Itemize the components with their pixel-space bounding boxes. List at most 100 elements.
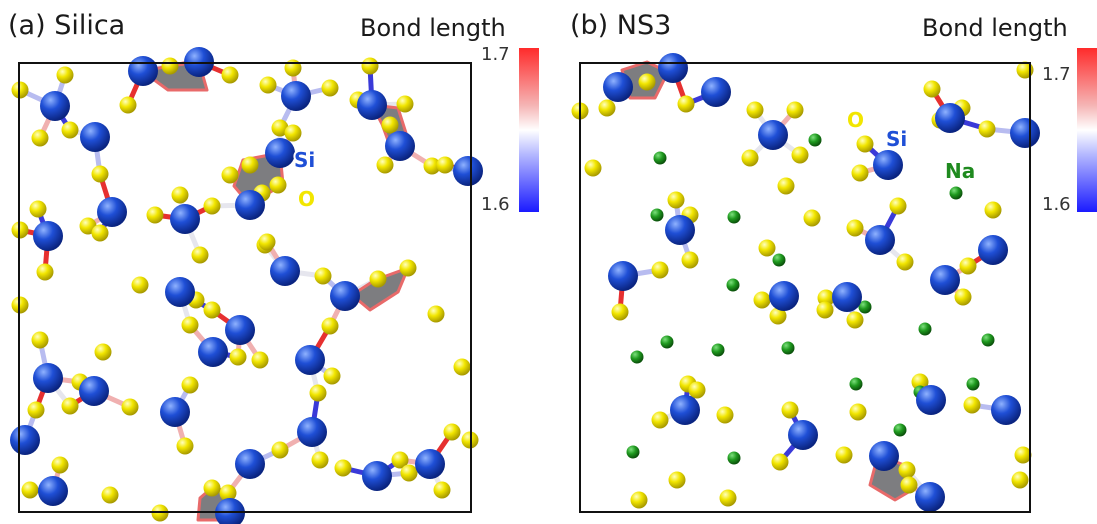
panel-b-sodium-atom <box>808 133 822 147</box>
panel-b-oxygen-atom <box>963 396 981 414</box>
panel-a-oxygen-atom <box>321 79 339 97</box>
panel-b-sodium-atom <box>858 300 872 314</box>
panel-a-oxygen-atom <box>321 317 339 335</box>
panel-a-oxygen-atom <box>161 57 179 75</box>
panel-a-oxygen-atom <box>191 246 209 264</box>
panel-a-oxygen-atom <box>436 156 454 174</box>
panel-a-oxygen-atom <box>381 116 399 134</box>
panel-a-oxygen-atom <box>146 206 164 224</box>
panel-a-oxygen-atom <box>181 316 199 334</box>
panel-a-oxygen-atom <box>36 263 54 281</box>
panel-b-oxygen-atom <box>984 201 1002 219</box>
panel-b-oxygen-atom <box>741 149 759 167</box>
panel-a-silicon-atom <box>38 476 68 506</box>
panel-a-oxygen-atom <box>176 437 194 455</box>
panel-b-sodium-atom <box>772 253 786 267</box>
panel-a-oxygen-atom <box>11 81 29 99</box>
panel-a-colorbar-title: Bond length <box>360 14 506 42</box>
panel-b-oxygen-atom <box>777 177 795 195</box>
panel-b-oxygen-atom <box>667 191 685 209</box>
panel-a-oxygen-atom <box>11 296 29 314</box>
panel-b-o-label: O <box>847 108 864 132</box>
panel-a-silicon-atom <box>265 138 295 168</box>
panel-b-oxygen-atom <box>896 253 914 271</box>
panel-b-oxygen-atom <box>638 73 656 91</box>
atom-labels-layer: Si O Si O Na <box>292 106 977 213</box>
panel-a-oxygen-atom <box>91 165 109 183</box>
panel-b-colorbar-min: 1.6 <box>1042 194 1071 215</box>
panel-a-oxygen-atom <box>284 124 302 142</box>
panel-b-sodium-atom <box>650 208 664 222</box>
panel-a-oxygen-atom <box>51 456 69 474</box>
panel-b-oxygen-atom <box>771 453 789 471</box>
panel-b-sodium-atom <box>727 210 741 224</box>
panel-b-oxygen-atom <box>900 476 918 494</box>
panel-a-oxygen-atom <box>369 270 387 288</box>
panel-a-oxygen-atom <box>61 121 79 139</box>
panel-a-oxygen-atom <box>21 481 39 499</box>
panel-a-oxygen-atom <box>396 95 414 113</box>
panel-a-silicon-atom <box>330 281 360 311</box>
panel-a-oxygen-atom <box>427 305 445 323</box>
panel-a-oxygen-atom <box>271 119 289 137</box>
panel-b-silicon-atom <box>978 235 1008 265</box>
panel-a-o-label: O <box>298 187 315 211</box>
panel-b-colorbar-max: 1.7 <box>1042 64 1071 85</box>
panel-b-silicon-atom <box>608 261 638 291</box>
panel-b-oxygen-atom <box>1014 446 1032 464</box>
panel-b-oxygen-atom <box>677 95 695 113</box>
panel-b-sodium-atom <box>849 377 863 391</box>
panel-b-oxygen-atom <box>598 99 616 117</box>
panel-b-oxygen-atom <box>584 159 602 177</box>
panel-b-sodium-atom <box>626 445 640 459</box>
panel-a-silicon-atom <box>80 122 110 152</box>
panel-a-silicon-atom <box>385 131 415 161</box>
panel-b-silicon-atom <box>832 282 862 312</box>
panel-b-oxygen-atom <box>898 461 916 479</box>
panel-a-oxygen-atom <box>203 197 221 215</box>
panel-a-silicon-atom <box>79 376 109 406</box>
panel-a-oxygen-atom <box>61 397 79 415</box>
panel-b-oxygen-atom <box>835 446 853 464</box>
panel-a-oxygen-atom <box>399 259 417 277</box>
panel-a-oxygen-atom <box>203 301 221 319</box>
panel-b-silicon-atom <box>788 420 818 450</box>
panel-a-silicon-atom <box>270 256 300 286</box>
panel-a-silicon-atom <box>40 91 70 121</box>
panel-b-silicon-atom <box>930 265 960 295</box>
panel-a-silicon-atom <box>235 190 265 220</box>
panel-b-oxygen-atom <box>716 406 734 424</box>
panel-b-silicon-atom <box>769 281 799 311</box>
panel-a-oxygen-atom <box>221 66 239 84</box>
panel-b-oxygen-atom <box>651 411 669 429</box>
panel-b-silicon-atom <box>603 72 633 102</box>
panel-a-silicon-atom <box>33 221 63 251</box>
panel-a-title: (a) Silica <box>8 10 126 41</box>
panel-a-si-label: Si <box>294 148 315 172</box>
panel-a-oxygen-atom <box>31 331 49 349</box>
panel-a-oxygen-atom <box>221 166 239 184</box>
panel-b-oxygen-atom <box>954 288 972 306</box>
panel-a-silicon-atom <box>160 397 190 427</box>
panel-b-sodium-atom <box>918 322 932 336</box>
panel-b-oxygen-atom <box>781 401 799 419</box>
panel-a-simulation-box <box>18 62 472 513</box>
panel-a-oxygen-atom <box>31 129 49 147</box>
panel-b-oxygen-atom <box>959 257 977 275</box>
panel-a-silicon-atom <box>453 156 483 186</box>
panel-b-oxygen-atom <box>1011 471 1029 489</box>
panel-b-sodium-atom <box>726 278 740 292</box>
panel-b-sodium-atom <box>711 343 725 357</box>
panel-b-si-label: Si <box>886 127 907 151</box>
panel-a-oxygen-atom <box>400 464 418 482</box>
panel-b-oxygen-atom <box>719 489 737 507</box>
panel-a-oxygen-atom <box>309 384 327 402</box>
panel-b-oxygen-atom <box>746 101 764 119</box>
panel-a-oxygen-atom <box>119 96 137 114</box>
panel-a-oxygen-atom <box>56 66 74 84</box>
panel-b-oxygen-atom <box>688 381 706 399</box>
panel-b-silicon-atom <box>670 395 700 425</box>
panel-a-silicon-atom <box>165 277 195 307</box>
panel-a-colorbar-max: 1.7 <box>481 44 510 65</box>
panel-a-silicon-atom <box>235 449 265 479</box>
